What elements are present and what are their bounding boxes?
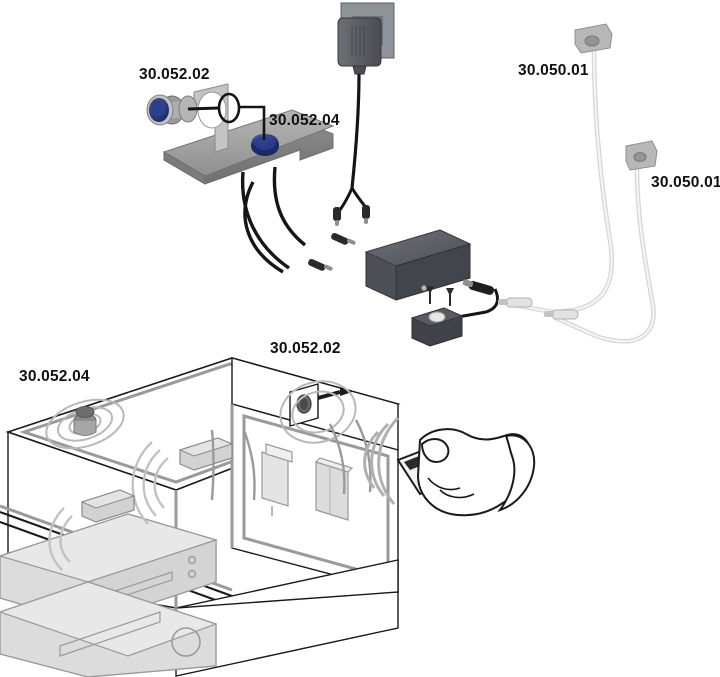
label-ir-emitter-lower: 30.052.04 [19, 368, 90, 385]
splitter-plug-2 [362, 205, 370, 224]
label-ir-eye-lower: 30.052.02 [270, 340, 341, 357]
plate-cable-2 [272, 166, 307, 247]
ir-emitter-cable-2 [544, 140, 658, 344]
jack-plug-1 [308, 258, 333, 271]
av-player-unit [0, 581, 218, 677]
label-ir-eye-upper: 30.052.02 [139, 66, 210, 83]
hand-with-remote [396, 428, 536, 517]
ir-emitter-cable-1 [498, 23, 615, 315]
plate-cable-1 [240, 171, 290, 270]
ir-receiver-module [410, 307, 464, 347]
ir-signal-rings-eye [279, 380, 357, 444]
power-supply-plug [337, 2, 395, 75]
ir-emitter-flat-1 [178, 437, 234, 471]
control-box [364, 229, 472, 301]
power-cable [350, 73, 361, 189]
ir-waves-1 [131, 441, 169, 525]
box-jack-plug [462, 279, 495, 295]
eye-cable-stub [187, 106, 220, 111]
long-cable [243, 181, 284, 274]
splitter-plug-1 [333, 207, 341, 226]
label-ir-cable-right: 30.050.01 [651, 174, 720, 191]
wall-module-1 [261, 443, 293, 516]
ir-waves-2 [48, 507, 73, 571]
splitter-cable-1 [338, 187, 354, 211]
mounting-screws [426, 286, 454, 306]
jack-plug-2 [331, 232, 356, 245]
ir-waves-remote [363, 416, 400, 505]
ir-emitter-dome-cabinet [73, 406, 97, 436]
module-lead [451, 288, 500, 320]
ir-emitter-dome [251, 134, 279, 156]
label-ir-emitter-upper: 30.052.04 [269, 112, 340, 129]
wall-module-2 [314, 457, 354, 521]
label-ir-cable-top: 30.050.01 [518, 62, 589, 79]
ir-emitter-flat-2 [80, 489, 136, 523]
splitter-cable-2 [350, 187, 368, 209]
emitter-lead [239, 105, 266, 140]
mounting-plate [162, 109, 335, 185]
ir-eye-receiver-cabinet [289, 383, 352, 427]
